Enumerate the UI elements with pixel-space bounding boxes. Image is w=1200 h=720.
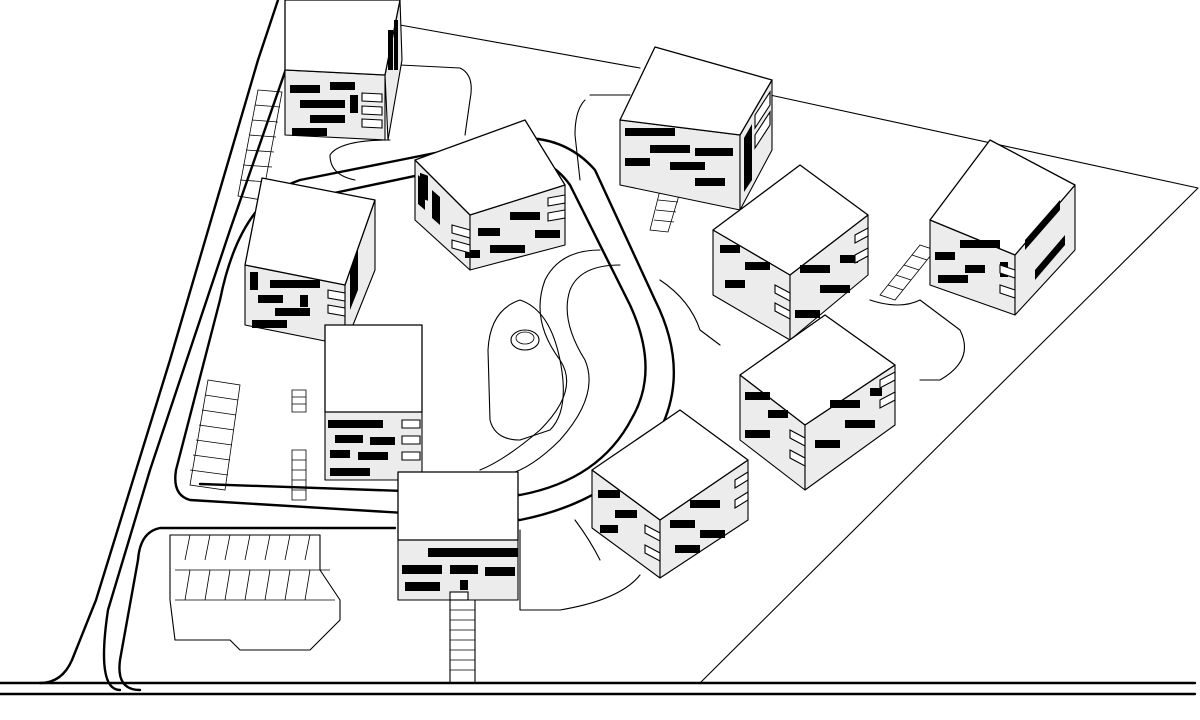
north-path <box>329 64 472 181</box>
parking-lot <box>169 534 341 651</box>
building-b5 <box>712 164 869 341</box>
plaza-curve-path-2 <box>504 264 621 476</box>
building-b8 <box>739 314 896 491</box>
parking-road <box>118 526 397 692</box>
south-path <box>449 529 521 684</box>
fountain <box>510 329 540 351</box>
left-parking-strip <box>189 379 241 491</box>
building-b2 <box>414 119 566 271</box>
fountain-inner <box>515 331 535 345</box>
left-street-outer <box>38 0 280 685</box>
site-ground <box>0 0 1199 696</box>
site-boundary <box>399 24 1199 684</box>
southeast-path <box>519 519 641 611</box>
left-street-inner <box>102 0 300 692</box>
building-b10 <box>591 409 749 579</box>
building-b7 <box>324 324 423 481</box>
building-b3 <box>619 46 773 211</box>
plaza-curve-path <box>479 249 601 471</box>
east-path <box>574 94 631 181</box>
south-steps <box>450 609 475 671</box>
building-b4 <box>244 177 376 346</box>
west-steps <box>291 389 307 501</box>
central-path-loop <box>487 299 564 441</box>
building-b1 <box>284 0 403 141</box>
east-steps <box>649 189 936 301</box>
parking-stalls <box>175 534 335 601</box>
east-lawn-edge <box>659 279 965 381</box>
building-b9 <box>397 471 519 601</box>
buildings <box>244 0 1076 601</box>
building-b6 <box>929 139 1076 316</box>
